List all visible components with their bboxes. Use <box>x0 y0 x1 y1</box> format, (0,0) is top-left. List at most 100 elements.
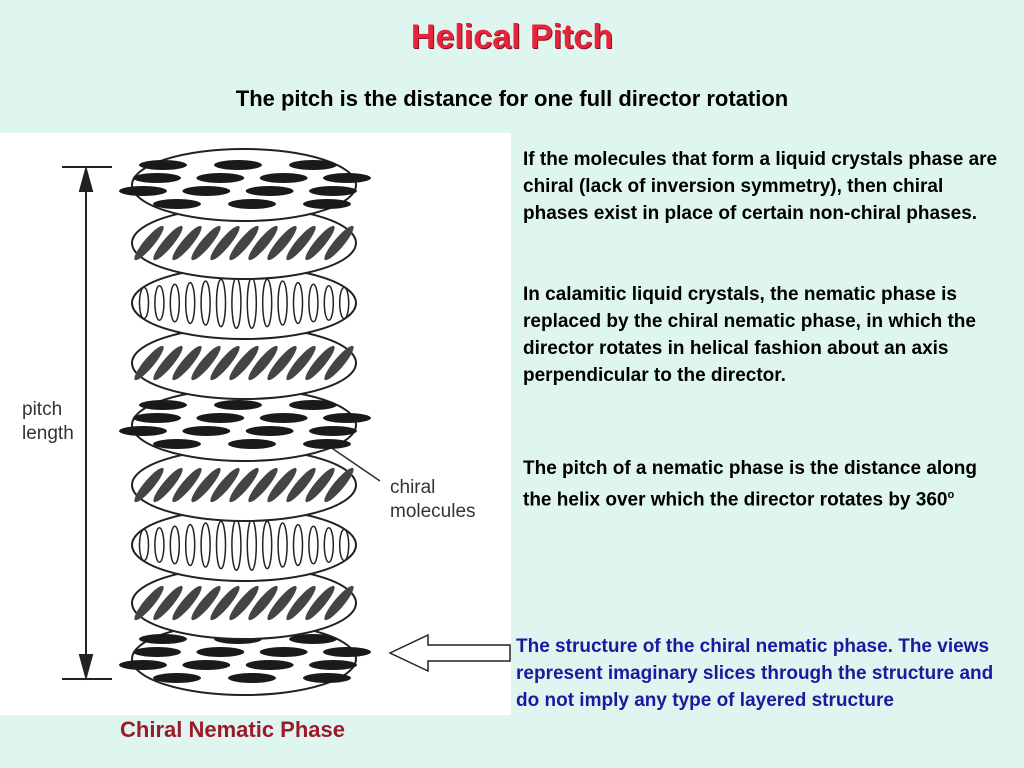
molecule <box>200 280 211 326</box>
molecule <box>248 467 278 503</box>
molecule <box>323 173 371 183</box>
molecule <box>286 467 316 503</box>
phase-label: Chiral Nematic Phase <box>120 717 345 742</box>
molecule <box>153 225 183 261</box>
molecule <box>289 634 337 644</box>
molecule <box>172 345 202 381</box>
molecule <box>119 660 167 670</box>
molecule <box>245 660 294 670</box>
molecule <box>210 225 240 261</box>
molecule <box>196 173 245 183</box>
molecule <box>133 413 181 423</box>
molecule <box>214 400 262 410</box>
molecule <box>133 173 181 183</box>
helix-slice <box>131 266 357 340</box>
paragraph-chiral-phases: If the molecules that form a liquid crys… <box>523 149 998 224</box>
molecule <box>292 281 304 325</box>
molecule <box>292 523 304 567</box>
molecule <box>267 585 297 621</box>
molecule <box>191 345 221 381</box>
molecule <box>139 634 187 644</box>
pitch-arrow <box>62 165 112 681</box>
molecule <box>324 585 354 621</box>
molecule <box>154 527 165 563</box>
molecule <box>286 345 316 381</box>
molecule <box>182 186 231 196</box>
molecule <box>138 286 150 320</box>
molecule <box>309 660 357 670</box>
slide-title: Helical Pitch <box>410 18 614 56</box>
molecule <box>229 467 259 503</box>
helix-figure: pitch length chiral molecules <box>0 133 511 715</box>
molecule <box>215 520 227 570</box>
molecule <box>286 225 316 261</box>
molecule <box>309 186 357 196</box>
molecule <box>259 647 308 657</box>
molecule <box>308 283 319 323</box>
molecule <box>286 585 316 621</box>
helix-slice <box>119 148 371 222</box>
molecule <box>172 467 202 503</box>
molecule <box>139 400 187 410</box>
molecule <box>338 286 350 320</box>
molecule <box>289 400 337 410</box>
molecule <box>323 527 335 563</box>
molecule <box>261 520 273 570</box>
pitch-length-label: pitch length <box>22 399 74 444</box>
molecule <box>214 160 262 170</box>
molecule <box>229 345 259 381</box>
molecule <box>303 439 351 449</box>
molecule <box>248 345 278 381</box>
molecule <box>119 426 167 436</box>
helix-slice <box>131 326 357 400</box>
molecule <box>138 528 150 562</box>
molecule <box>191 225 221 261</box>
molecule <box>169 283 181 323</box>
molecule <box>305 467 335 503</box>
molecule <box>309 426 357 436</box>
molecule <box>267 345 297 381</box>
helix-slice <box>119 388 371 462</box>
molecule <box>324 345 354 381</box>
helix-slice <box>131 206 357 280</box>
molecule <box>248 585 278 621</box>
molecule <box>338 528 350 562</box>
molecule <box>153 467 183 503</box>
molecule <box>153 585 183 621</box>
molecule <box>324 467 354 503</box>
paragraph-calamitic: In calamitic liquid crystals, the nemati… <box>523 284 976 386</box>
molecule <box>323 413 371 423</box>
molecule <box>305 585 335 621</box>
molecule <box>248 225 278 261</box>
molecule <box>267 467 297 503</box>
molecule <box>200 522 211 568</box>
molecule <box>134 467 164 503</box>
helix-slice <box>131 508 357 582</box>
molecule <box>153 345 183 381</box>
molecule <box>215 278 227 328</box>
molecule <box>277 280 288 326</box>
molecule <box>305 225 335 261</box>
molecule <box>308 525 319 565</box>
molecule <box>134 345 164 381</box>
caption-arrow-icon <box>388 633 511 673</box>
molecule <box>134 225 164 261</box>
molecule <box>277 522 288 568</box>
molecule <box>289 160 337 170</box>
molecule <box>259 173 308 183</box>
molecule <box>169 525 181 565</box>
molecule <box>305 345 335 381</box>
chiral-molecules-label: chiral molecules <box>390 477 476 522</box>
molecule <box>196 413 245 423</box>
molecule <box>261 278 273 328</box>
molecule <box>210 467 240 503</box>
figure-caption: The structure of the chiral nematic phas… <box>516 636 994 711</box>
molecule <box>182 660 231 670</box>
slide-subtitle: The pitch is the distance for one full d… <box>235 86 789 111</box>
molecule <box>139 160 187 170</box>
molecule <box>228 199 276 209</box>
molecule <box>303 673 351 683</box>
molecule <box>182 426 231 436</box>
molecule <box>323 647 371 657</box>
molecule <box>323 285 335 321</box>
